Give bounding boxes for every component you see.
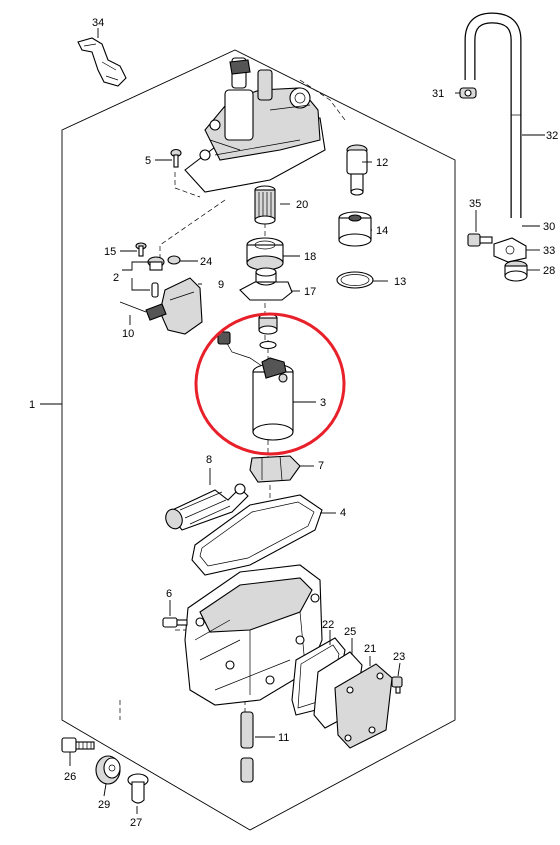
part-12-regulator (346, 144, 368, 196)
callout-10: 10 (122, 328, 134, 340)
part-24-nut (167, 255, 181, 265)
callout-6: 6 (166, 588, 172, 600)
lower-housing (184, 564, 323, 706)
part-33-clamp (493, 237, 527, 263)
callout-11: 11 (278, 732, 289, 744)
callout-4: 4 (340, 507, 346, 519)
callout-2: 2 (113, 272, 119, 284)
part-34-bracket (77, 37, 127, 87)
callout-8: 8 (206, 454, 212, 466)
leader-lines (40, 28, 545, 814)
callout-17: 17 (304, 286, 316, 298)
part-7-holder (249, 455, 301, 483)
callout-9: 9 (218, 279, 224, 291)
callout-7: 7 (318, 460, 324, 472)
part-35-bolt (467, 233, 493, 247)
part-21-cover (334, 663, 393, 749)
callout-13: 13 (394, 276, 406, 288)
assembly-boundary (61, 49, 456, 831)
callout-21: 21 (364, 643, 376, 655)
part-2-grommet (147, 256, 165, 298)
callout-numbers: 34 5 20 18 17 12 14 13 15 24 2 9 10 1 3 … (29, 17, 558, 829)
callout-23: 23 (393, 651, 405, 663)
part-31-clip (459, 87, 477, 99)
part-32-hose (464, 12, 522, 218)
callout-1: 1 (29, 399, 35, 411)
callout-27: 27 (130, 817, 142, 829)
callout-32: 32 (546, 130, 558, 142)
vapor-separator-cover (184, 57, 326, 193)
callout-33: 33 (543, 245, 555, 257)
part-6-screw (162, 617, 188, 628)
callout-12: 12 (376, 157, 388, 169)
callout-5: 5 (145, 155, 151, 167)
callout-28: 28 (543, 265, 555, 277)
pump-seal (258, 313, 278, 350)
part-20-filter (254, 185, 276, 225)
part-17-plate (239, 267, 293, 301)
part-8-filter (165, 483, 249, 531)
callout-26: 26 (64, 771, 76, 783)
part-15-screw (135, 242, 147, 257)
callout-24: 24 (200, 256, 212, 268)
callout-25: 25 (344, 626, 356, 638)
part-28-grommet (504, 260, 528, 282)
part-3-fuel-pump (217, 331, 294, 441)
callout-30: 30 (543, 221, 555, 233)
part-4-gasket (191, 494, 323, 576)
part-18-retainer (246, 237, 284, 271)
part-9-cover (159, 277, 203, 335)
callout-18: 18 (304, 251, 316, 263)
part-5-screw (170, 148, 182, 168)
callout-22: 22 (322, 619, 334, 631)
part-29-grommet (95, 755, 121, 785)
callout-29: 29 (98, 799, 110, 811)
part-10-pin (119, 301, 167, 321)
callout-35: 35 (469, 198, 481, 210)
callout-15: 15 (104, 246, 116, 258)
callout-14: 14 (376, 225, 388, 237)
part-11-pins (240, 711, 254, 783)
part-23-screw (391, 676, 403, 694)
callout-3: 3 (320, 397, 326, 409)
part-27-collar (127, 773, 149, 804)
callout-34: 34 (92, 17, 104, 29)
part-14-cap (338, 211, 372, 247)
callout-31: 31 (432, 88, 444, 100)
highlight-circle (194, 312, 346, 456)
part-26-bolt (61, 737, 95, 753)
callout-20: 20 (296, 199, 308, 211)
